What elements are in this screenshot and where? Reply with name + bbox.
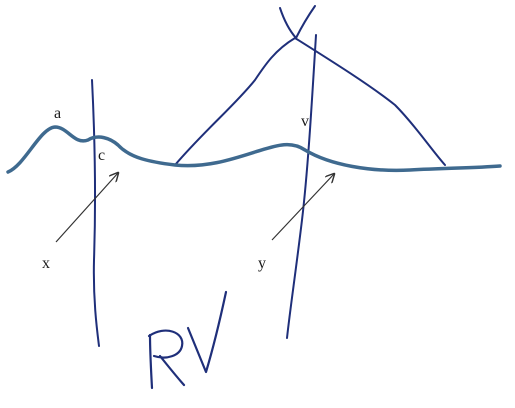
label-y: y xyxy=(258,255,266,272)
jvp-waveform xyxy=(6,125,502,174)
arrow-y xyxy=(271,174,334,241)
handwritten-v-top xyxy=(279,5,316,40)
label-c: c xyxy=(98,147,105,164)
vertical-line-left xyxy=(91,79,100,347)
arrow-x xyxy=(55,173,118,243)
label-v: v xyxy=(301,113,309,130)
handwritten-peak-descent xyxy=(294,37,446,166)
vertical-line-right xyxy=(286,34,317,339)
label-x: x xyxy=(42,255,50,272)
label-a: a xyxy=(54,105,61,122)
handwritten-peak-line xyxy=(174,37,296,166)
handwritten-rv-annotation xyxy=(147,290,228,390)
